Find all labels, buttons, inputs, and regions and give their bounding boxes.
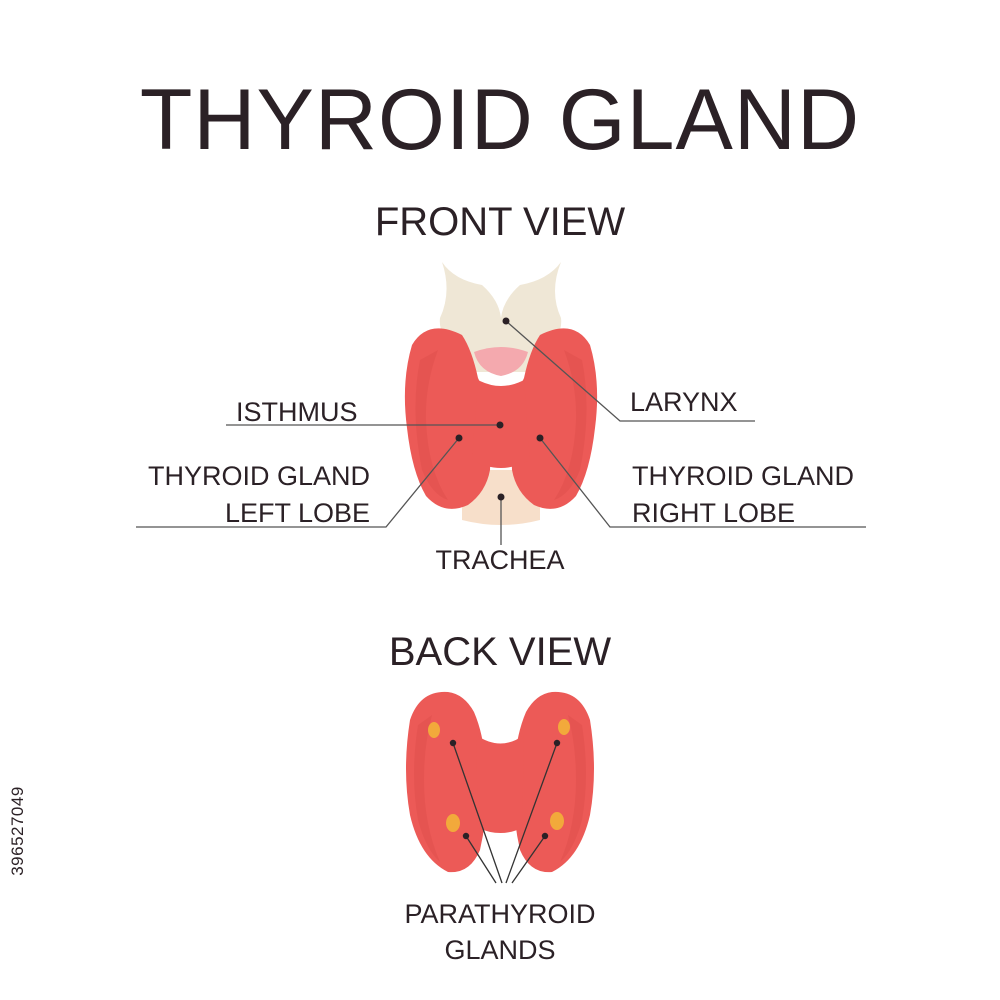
parathyroid-label-line2: GLANDS bbox=[444, 935, 556, 965]
left-lobe-label-line1: THYROID GLAND bbox=[147, 461, 370, 491]
larynx-marker-dot bbox=[502, 317, 510, 325]
back-left-lobe-shape bbox=[406, 691, 487, 873]
parathyroid-marker-dot-4 bbox=[541, 832, 549, 840]
right-lobe-label-line1: THYROID GLAND bbox=[632, 461, 855, 491]
right-lobe-shading bbox=[554, 350, 587, 500]
parathyroid-upper-left bbox=[428, 722, 440, 738]
right-lobe-leader-line bbox=[539, 437, 866, 528]
parathyroid-upper-right bbox=[558, 719, 570, 735]
left-lobe-label-line2: LEFT LOBE bbox=[224, 498, 370, 528]
left-lobe-marker-dot bbox=[455, 434, 463, 442]
back-right-lobe-shape bbox=[513, 691, 594, 873]
parathyroid-leader-line-2 bbox=[505, 742, 558, 884]
parathyroid-marker-dot-3 bbox=[462, 832, 470, 840]
larynx-mucosa-shape bbox=[474, 347, 528, 376]
left-lobe-shape bbox=[404, 328, 492, 509]
front-view-illustration bbox=[136, 262, 866, 545]
parathyroid-label-line1: PARATHYROID bbox=[404, 899, 596, 929]
left-lobe-shading bbox=[415, 350, 448, 500]
parathyroid-lower-left bbox=[446, 814, 460, 832]
back-right-shading bbox=[560, 715, 586, 862]
page-title: THYROID GLAND bbox=[139, 72, 861, 168]
trachea-label: TRACHEA bbox=[435, 545, 565, 575]
larynx-leader-line bbox=[505, 320, 755, 422]
right-lobe-shape bbox=[510, 328, 598, 509]
parathyroid-marker-dot-2 bbox=[553, 739, 561, 747]
stock-id-caption: 396527049 bbox=[3, 763, 33, 898]
front-view-heading: FRONT VIEW bbox=[374, 200, 626, 244]
isthmus-marker-dot bbox=[496, 421, 504, 429]
stock-id-text: 396527049 bbox=[8, 785, 27, 876]
parathyroid-leader-line-3 bbox=[465, 835, 497, 884]
larynx-shape bbox=[439, 262, 562, 372]
back-left-shading bbox=[414, 715, 440, 862]
back-view-heading: BACK VIEW bbox=[388, 630, 612, 674]
trachea-marker-dot bbox=[497, 493, 505, 501]
isthmus-label: ISTHMUS bbox=[236, 397, 358, 427]
parathyroid-lower-right bbox=[550, 812, 564, 830]
parathyroid-marker-dot-1 bbox=[449, 739, 457, 747]
right-lobe-label-line2: RIGHT LOBE bbox=[632, 498, 796, 528]
right-lobe-marker-dot bbox=[536, 434, 544, 442]
larynx-label: LARYNX bbox=[630, 387, 738, 417]
back-isthmus-shape bbox=[476, 735, 524, 833]
left-lobe-leader-line bbox=[136, 437, 460, 528]
parathyroid-leader-line-1 bbox=[452, 742, 503, 884]
back-view-illustration bbox=[406, 691, 594, 884]
parathyroid-leader-line-4 bbox=[511, 835, 546, 884]
